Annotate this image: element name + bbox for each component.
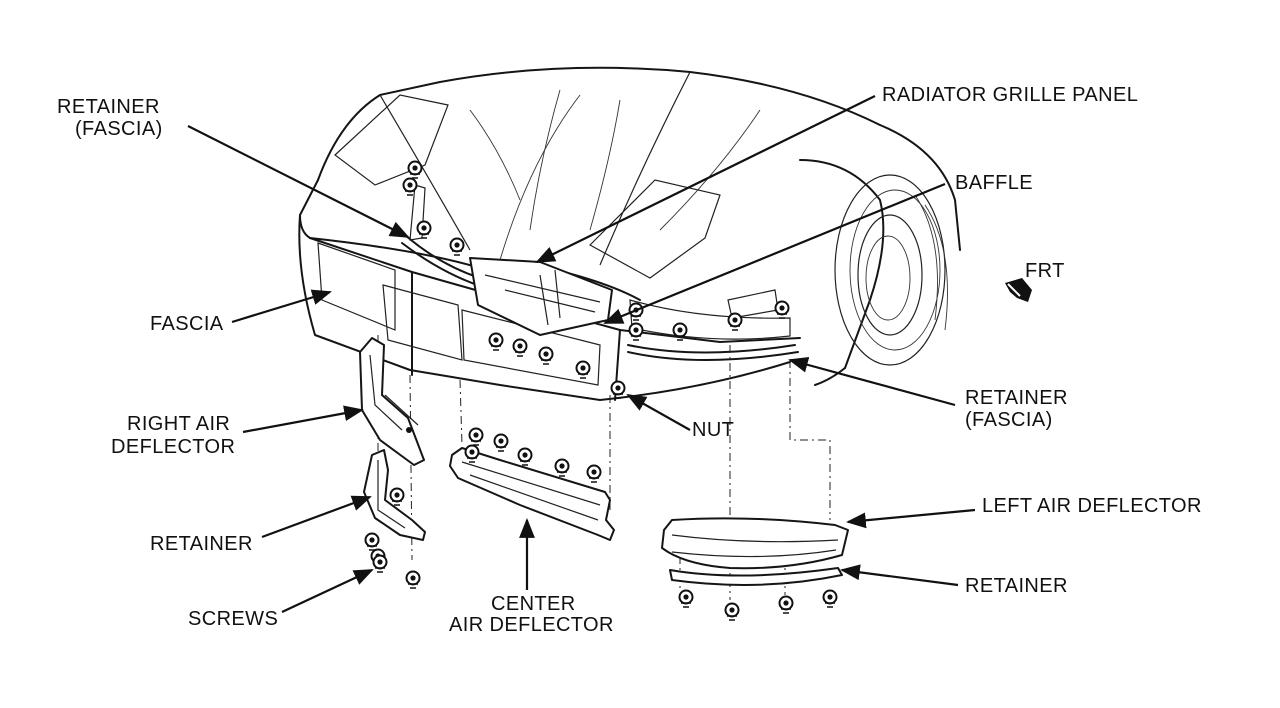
label-fascia: FASCIA (150, 313, 224, 335)
label-right-air-deflector-1: RIGHT AIR (127, 413, 230, 435)
label-left-air-deflector: LEFT AIR DEFLECTOR (982, 495, 1202, 517)
label-retainer-fascia-upper-1: RETAINER (57, 96, 160, 118)
label-center-air-deflector-1: CENTER (491, 593, 576, 615)
label-frt: FRT (1025, 260, 1065, 282)
label-right-air-deflector-2: DEFLECTOR (111, 436, 235, 458)
label-retainer-fascia-upper-2: (FASCIA) (75, 118, 163, 140)
label-nut: NUT (692, 419, 734, 441)
label-retainer-fascia-right-2: (FASCIA) (965, 409, 1053, 431)
leader-lines (187, 95, 976, 613)
fascia-fasteners (402, 160, 790, 399)
right-retainer (363, 449, 426, 541)
label-retainer-fascia-right-1: RETAINER (965, 387, 1068, 409)
center-air-deflector (449, 427, 615, 541)
callout-labels: RETAINER (FASCIA) RADIATOR GRILLE PANEL … (57, 84, 1202, 636)
left-retainer (669, 567, 843, 621)
label-retainer-right: RETAINER (150, 533, 253, 555)
frt-arrow-icon (1005, 278, 1032, 302)
label-radiator-grille-panel: RADIATOR GRILLE PANEL (882, 84, 1138, 106)
vehicle-front-body (299, 66, 961, 386)
right-air-deflector (359, 337, 425, 466)
radiator-grille-panel (469, 257, 613, 336)
label-center-air-deflector-2: AIR DEFLECTOR (449, 614, 614, 636)
label-baffle: BAFFLE (955, 172, 1033, 194)
label-screws: SCREWS (188, 608, 278, 630)
left-air-deflector (661, 517, 849, 570)
front-wheel (834, 174, 948, 366)
label-retainer-left: RETAINER (965, 575, 1068, 597)
